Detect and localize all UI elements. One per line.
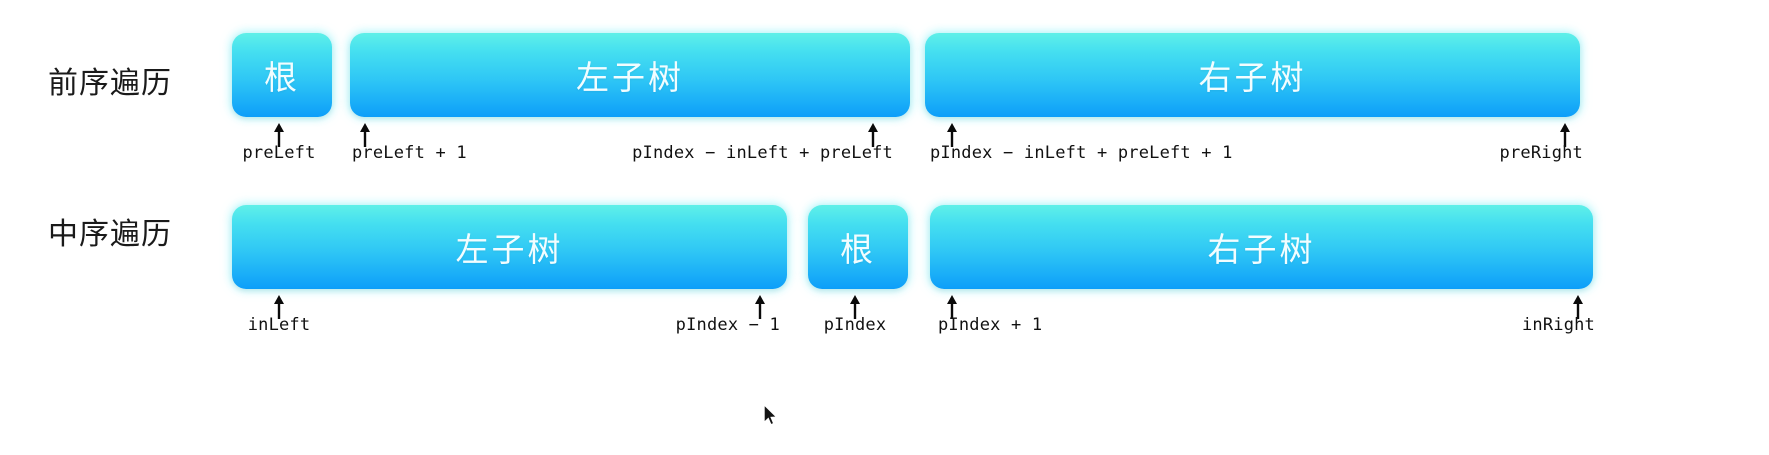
preorder-right-subtree-label: 右子树	[1198, 58, 1307, 97]
inorder-right-subtree-box: 右子树	[930, 205, 1593, 289]
annotation-pindex-minus-inleft-plus-preleft: pIndex − inLeft + preLeft	[632, 143, 893, 163]
preorder-left-subtree-label: 左子树	[576, 58, 684, 97]
arrow-up-icon-preright	[1559, 122, 1571, 148]
arrow-up-icon-pindex	[849, 294, 861, 320]
arrow-up-icon-preleft	[273, 122, 285, 148]
inorder-right-subtree-label: 右子树	[1207, 230, 1316, 269]
annotation-pindex-minus-inleft-plus-preleft-plus-1: pIndex − inLeft + preLeft + 1	[930, 143, 1233, 163]
annotation-preleft-plus-1: preLeft + 1	[352, 143, 467, 163]
annotation-preright: preRight	[1499, 143, 1583, 163]
row-label-inorder: 中序遍历	[48, 217, 172, 252]
arrow-up-icon-pindex-minus-1	[754, 294, 766, 320]
arrow-up-icon-pindex-minus-inleft-plus-preleft-plus-1	[946, 122, 958, 148]
inorder-left-subtree-label: 左子树	[455, 230, 564, 269]
preorder-left-subtree-box: 左子树	[350, 33, 910, 117]
preorder-root-box: 根	[232, 33, 332, 117]
arrow-up-icon-preleft-plus-1	[359, 122, 371, 148]
annotation-inleft: inLeft	[247, 315, 311, 335]
preorder-root-label: 根	[264, 58, 300, 97]
inorder-root-label: 根	[840, 230, 876, 269]
inorder-root-box: 根	[808, 205, 908, 289]
annotation-inright: inRight	[1521, 315, 1595, 335]
arrow-up-icon-pindex-plus-1	[946, 294, 958, 320]
annotation-pindex-minus-1: pIndex − 1	[675, 315, 780, 335]
arrow-up-icon-inleft	[273, 294, 285, 320]
preorder-right-subtree-box: 右子树	[925, 33, 1580, 117]
mouse-cursor-icon	[763, 403, 779, 428]
row-label-preorder: 前序遍历	[48, 66, 172, 101]
arrow-up-icon-inright	[1572, 294, 1584, 320]
annotation-pindex: pIndex	[823, 315, 887, 335]
annotation-preleft: preLeft	[242, 143, 316, 163]
arrow-up-icon-pindex-minus-inleft-plus-preleft	[867, 122, 879, 148]
annotation-pindex-plus-1: pIndex + 1	[938, 315, 1043, 335]
inorder-left-subtree-box: 左子树	[232, 205, 787, 289]
